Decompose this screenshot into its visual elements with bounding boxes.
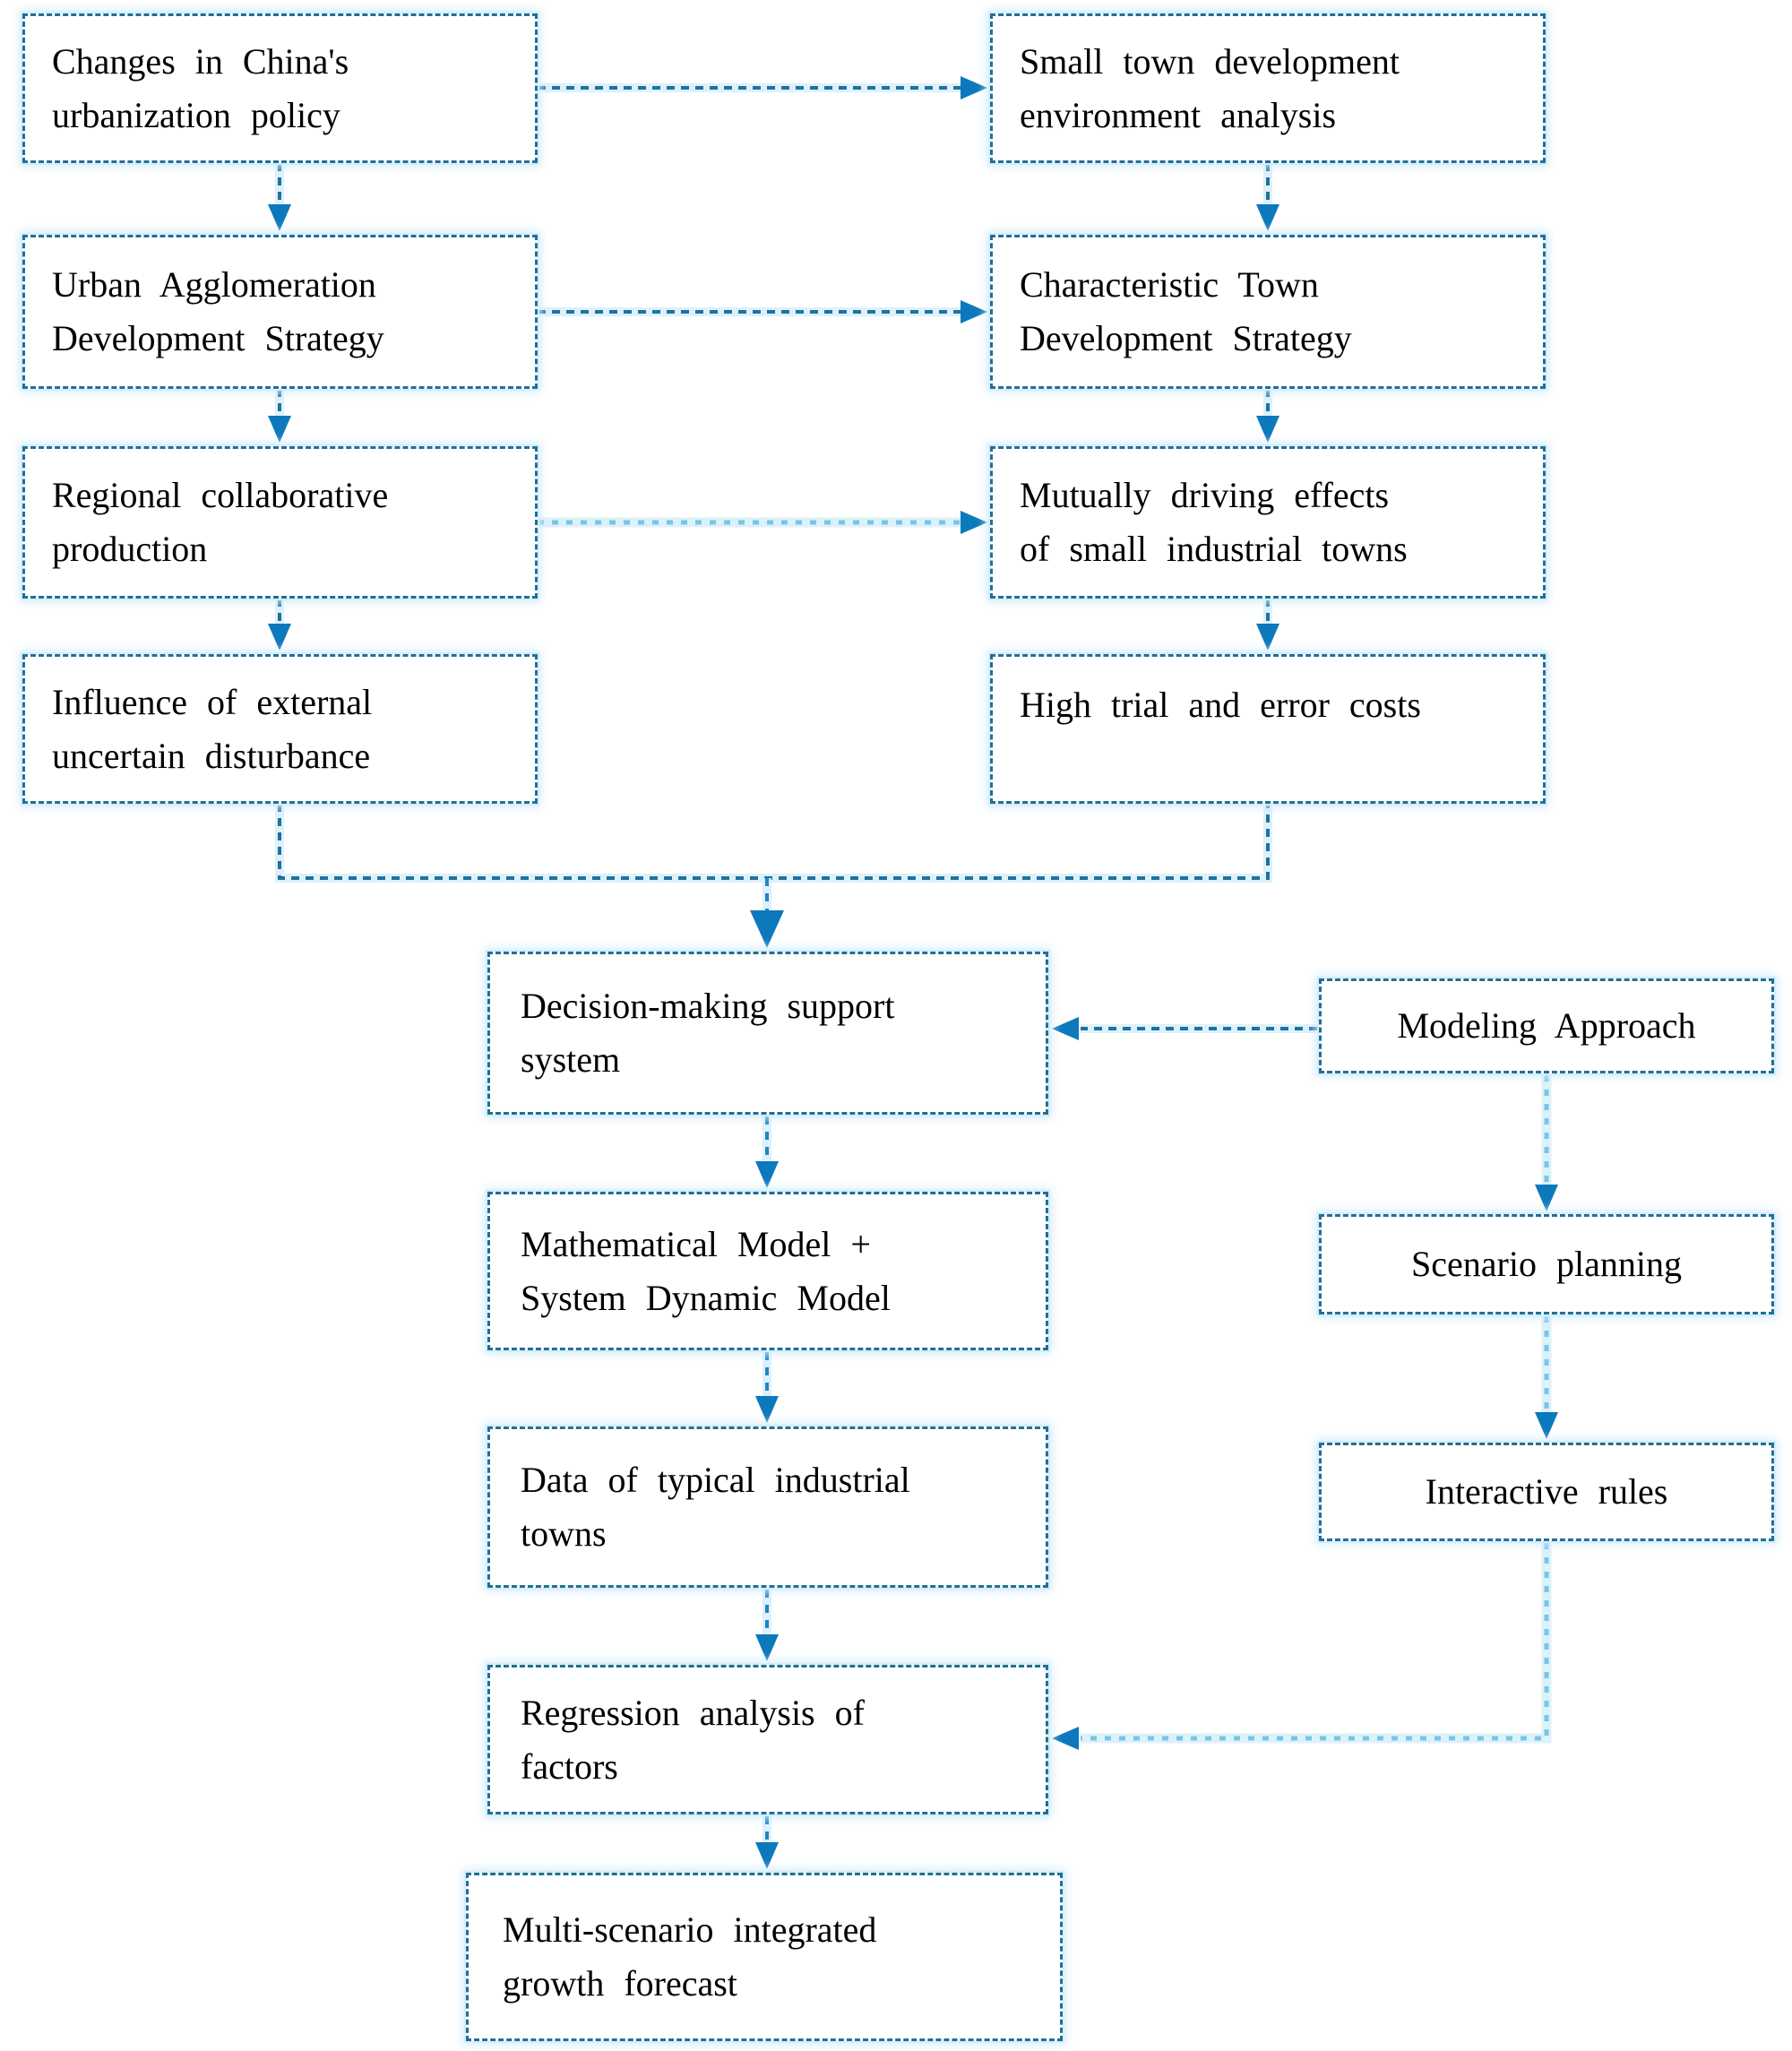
arrowhead-icon — [268, 416, 291, 443]
box-label: Changes in China's urbanization policy — [52, 40, 349, 135]
box-label: Scenario planning — [1411, 1244, 1682, 1284]
box-changes-urbanization-policy: Changes in China's urbanization policy — [22, 13, 538, 163]
box-high-trial-error-costs: High trial and error costs — [990, 654, 1546, 804]
connector-regression-to-multiscenario — [755, 1816, 779, 1869]
arrowhead-icon — [1256, 416, 1279, 443]
connector-interactive-to-regression — [1052, 1543, 1552, 1750]
box-label: Interactive rules — [1425, 1471, 1668, 1512]
arrowhead-icon — [755, 1396, 779, 1423]
arrowhead-icon — [1256, 624, 1279, 651]
connector-changes-to-small-town — [538, 76, 987, 99]
connector-regional-to-influence — [268, 599, 291, 651]
box-label: Multi-scenario integrated growth forecas… — [503, 1909, 877, 2004]
box-label: Characteristic Town Development Strategy — [1020, 264, 1352, 358]
arrowhead-icon — [961, 76, 987, 99]
connector-decision-to-math — [755, 1116, 779, 1188]
box-label: Regression analysis of factors — [521, 1692, 865, 1787]
arrowhead-icon — [1052, 1727, 1079, 1750]
box-scenario-planning: Scenario planning — [1319, 1214, 1774, 1314]
box-data-typical-industrial-towns: Data of typical industrial towns — [487, 1426, 1048, 1588]
box-regional-collaborative-production: Regional collaborative production — [22, 446, 538, 599]
arrowhead-icon — [750, 910, 784, 948]
box-label: Modeling Approach — [1397, 1005, 1696, 1046]
box-label: Regional collaborative production — [52, 475, 389, 569]
connector-smalltown-to-characteristic — [1256, 163, 1279, 231]
connector-regional-to-mutually — [538, 511, 987, 534]
box-decision-support-system: Decision-making support system — [487, 952, 1048, 1115]
arrowhead-icon — [1256, 204, 1279, 231]
connector-characteristic-to-mutually — [1256, 389, 1279, 443]
box-label: Mathematical Model + System Dynamic Mode… — [521, 1223, 891, 1318]
box-mathematical-system-dynamic-model: Mathematical Model + System Dynamic Mode… — [487, 1192, 1048, 1350]
box-label: Small town development environment analy… — [1020, 40, 1400, 135]
connector-mutually-to-hightrial — [1256, 599, 1279, 651]
box-label: High trial and error costs — [1020, 685, 1421, 725]
box-external-uncertain-disturbance: Influence of external uncertain disturba… — [22, 654, 538, 804]
box-small-town-environment-analysis: Small town development environment analy… — [990, 13, 1546, 163]
arrowhead-icon — [755, 1634, 779, 1661]
arrowhead-icon — [1535, 1412, 1558, 1439]
connector-math-to-data — [755, 1352, 779, 1423]
box-interactive-rules: Interactive rules — [1319, 1443, 1774, 1541]
arrowhead-icon — [268, 204, 291, 231]
arrowhead-icon — [1535, 1185, 1558, 1211]
connector-modeling-to-decision — [1052, 1017, 1317, 1040]
arrowhead-icon — [755, 1161, 779, 1188]
connector-bus-to-decision — [750, 878, 784, 948]
box-label: Mutually driving effects of small indust… — [1020, 475, 1408, 569]
box-label: Data of typical industrial towns — [521, 1460, 910, 1554]
arrowhead-icon — [268, 624, 291, 651]
connector-data-to-regression — [755, 1590, 779, 1661]
connector-scenario-to-interactive — [1535, 1316, 1558, 1439]
box-modeling-approach: Modeling Approach — [1319, 978, 1774, 1073]
box-characteristic-town-strategy: Characteristic Town Development Strategy — [990, 235, 1546, 389]
box-label: Influence of external uncertain disturba… — [52, 681, 373, 776]
box-urban-agglomeration-strategy: Urban Agglomeration Development Strategy — [22, 235, 538, 389]
arrowhead-icon — [961, 300, 987, 323]
arrowhead-icon — [1052, 1017, 1079, 1040]
box-label: Urban Agglomeration Development Strategy — [52, 264, 384, 358]
arrowhead-icon — [755, 1842, 779, 1869]
connector-urban-to-characteristic — [538, 300, 987, 323]
box-label: Decision-making support system — [521, 986, 895, 1080]
box-mutually-driving-effects: Mutually driving effects of small indust… — [990, 446, 1546, 599]
connector-urban-to-regional — [268, 389, 291, 443]
connector-modeling-to-scenario — [1535, 1075, 1558, 1211]
connector-changes-to-urban — [268, 163, 291, 231]
box-multi-scenario-growth-forecast: Multi-scenario integrated growth forecas… — [466, 1873, 1063, 2041]
box-regression-analysis-factors: Regression analysis of factors — [487, 1665, 1048, 1814]
arrowhead-icon — [961, 511, 987, 534]
connector-merge-bus — [275, 804, 1272, 883]
